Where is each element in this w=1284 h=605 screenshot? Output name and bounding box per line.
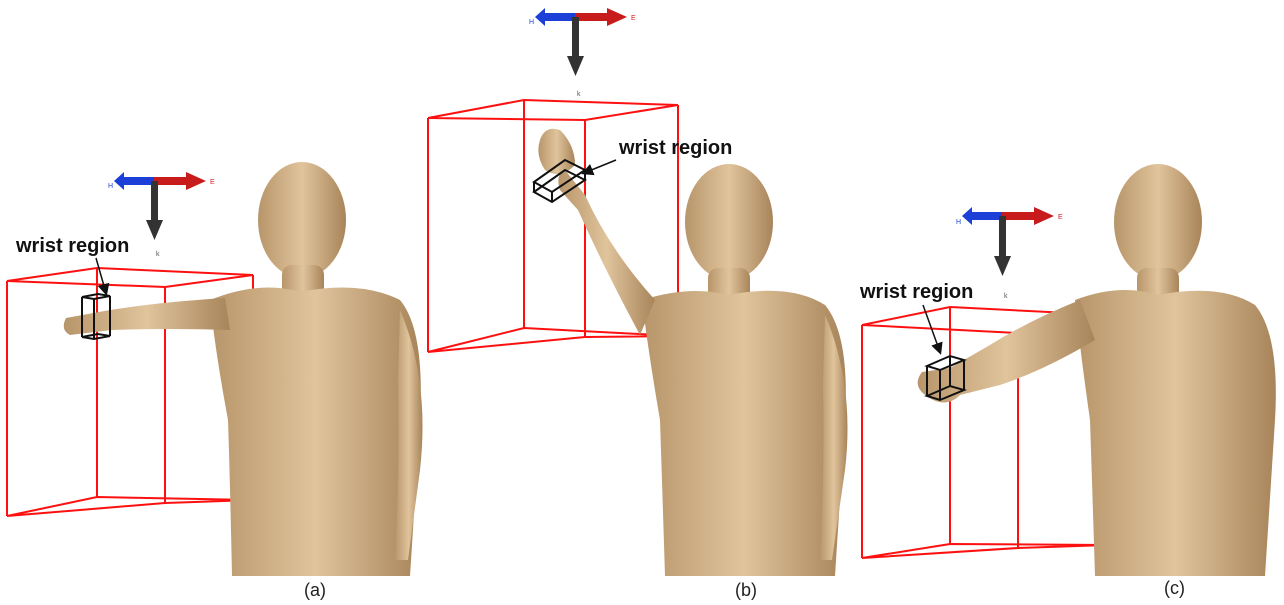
- axis-e-arrow-c: [1002, 207, 1054, 225]
- caption-c: (c): [1164, 578, 1185, 598]
- caption-b: (b): [735, 580, 757, 600]
- axis-h-arrow-c: [962, 207, 1002, 225]
- axis-e-label-b: E: [631, 15, 636, 22]
- axis-h-label-b: H: [529, 19, 534, 26]
- axis-k-label-a: k: [156, 251, 160, 258]
- axis-h-arrow-b: [535, 8, 575, 26]
- axis-e-label-a: E: [210, 179, 215, 186]
- axis-e-label-c: E: [1058, 214, 1063, 221]
- annotation-arrow-b: [584, 160, 616, 173]
- axis-e-arrow-a: [154, 172, 206, 190]
- axis-triad-b: H E k: [529, 8, 636, 98]
- axis-k-label-b: k: [577, 91, 581, 98]
- wrist-region-label-a: wrist region: [15, 235, 129, 257]
- panel-c: wrist region H E k (c): [859, 164, 1276, 598]
- axis-h-label-c: H: [956, 219, 961, 226]
- axis-e-arrow-b: [575, 8, 627, 26]
- human-model-b: [538, 129, 847, 576]
- axis-h-arrow-a: [114, 172, 154, 190]
- human-model-c: [918, 164, 1276, 576]
- wrist-region-label-c: wrist region: [859, 281, 973, 303]
- human-model-a: [64, 162, 423, 576]
- axis-k-arrow-c: [994, 216, 1011, 276]
- axis-k-arrow-a: [146, 181, 163, 240]
- axis-k-label-c: k: [1004, 293, 1008, 300]
- axis-h-label-a: H: [108, 183, 113, 190]
- panel-a: wrist region H E k (a): [7, 162, 423, 600]
- wrist-region-label-b: wrist region: [618, 137, 732, 159]
- panel-b: wrist region H E k (b): [428, 8, 848, 600]
- axis-k-arrow-b: [567, 17, 584, 76]
- caption-a: (a): [304, 580, 326, 600]
